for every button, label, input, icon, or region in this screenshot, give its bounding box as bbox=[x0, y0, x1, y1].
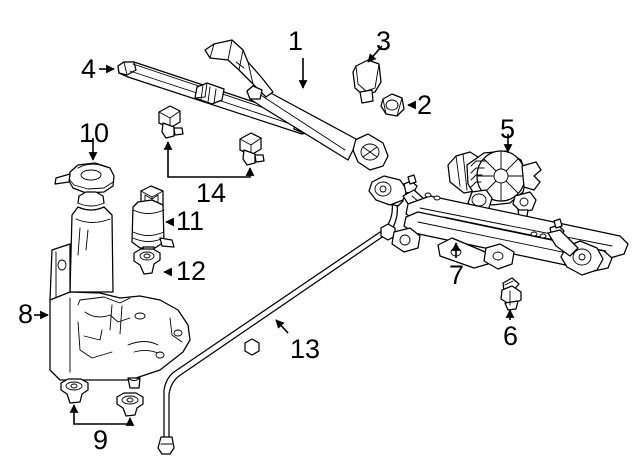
leader-lines bbox=[34, 45, 515, 426]
reservoir-grommet-right bbox=[116, 392, 144, 417]
callout-number-2: 2 bbox=[417, 90, 433, 120]
linkage-mount-bolt bbox=[500, 277, 522, 311]
wiper-arm-cap bbox=[352, 59, 382, 104]
callout-number-12: 12 bbox=[176, 256, 207, 286]
callout-number-1: 1 bbox=[288, 26, 304, 56]
reservoir-grommet-left bbox=[60, 378, 89, 404]
callout-number-6: 6 bbox=[503, 321, 519, 351]
leader-13 bbox=[275, 319, 289, 334]
callout-number-4: 4 bbox=[81, 54, 97, 84]
callout-number-9: 9 bbox=[93, 425, 109, 455]
callout-number-7: 7 bbox=[449, 260, 465, 290]
washer-nozzle-right bbox=[239, 132, 265, 166]
wiper-motor bbox=[447, 150, 542, 223]
leader-9-bracket bbox=[73, 419, 131, 425]
callout-number-8: 8 bbox=[18, 299, 34, 329]
washer-nozzle-left bbox=[158, 105, 184, 139]
callout-number-3: 3 bbox=[376, 26, 392, 56]
callout-number-5: 5 bbox=[500, 114, 516, 144]
callout-number-13: 13 bbox=[290, 334, 321, 364]
reservoir-filler-cap bbox=[54, 162, 115, 194]
wiper-arm-assembly bbox=[204, 39, 389, 171]
callout-number-10: 10 bbox=[79, 118, 110, 148]
wiper-linkage-transmission bbox=[368, 174, 629, 276]
washer-fluid-reservoir bbox=[49, 191, 191, 389]
leader-3 bbox=[367, 45, 383, 63]
leader-14-bracket bbox=[167, 172, 251, 178]
callout-number-11: 11 bbox=[176, 206, 205, 236]
wiper-arm-nut bbox=[380, 93, 405, 117]
wiper-blade-assembly bbox=[117, 61, 314, 135]
callout-number-14: 14 bbox=[196, 178, 227, 208]
washer-pump-grommet bbox=[133, 248, 161, 275]
